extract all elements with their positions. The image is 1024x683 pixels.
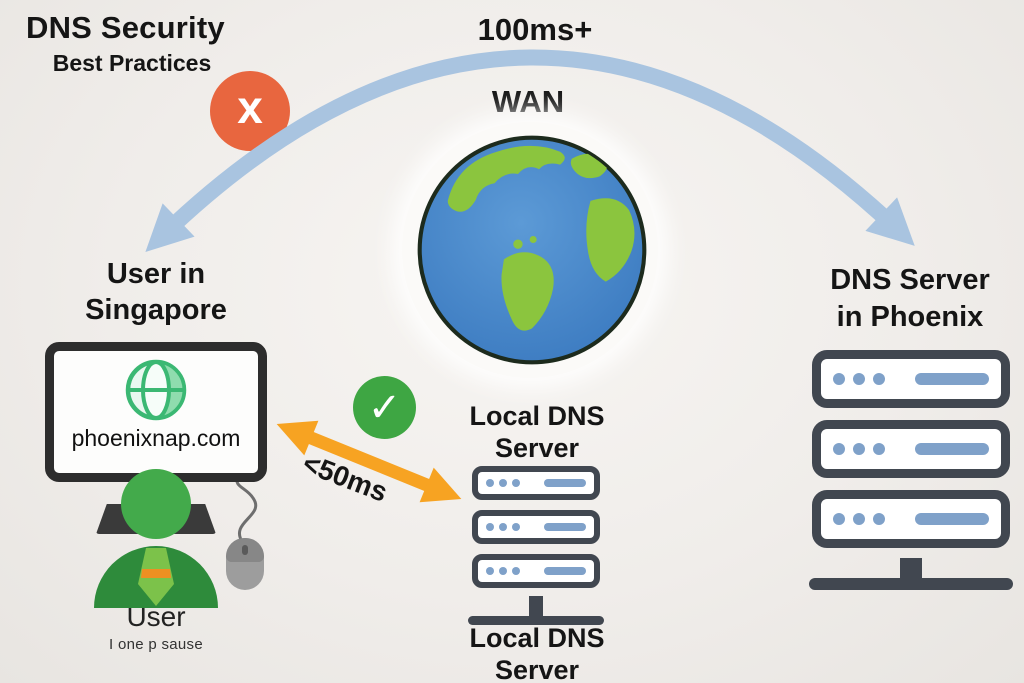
user-monitor: phoenixnap.com xyxy=(45,342,267,482)
mouse-wheel xyxy=(242,545,248,555)
local-latency-label: <50ms xyxy=(298,447,392,508)
server-led xyxy=(853,443,865,455)
server-led xyxy=(512,567,520,575)
blocked-x-badge-icon: x xyxy=(210,71,290,151)
server-unit xyxy=(812,420,1010,478)
local-dns-label-top: Local DNS Server xyxy=(451,400,623,464)
phoenix-dns-label: DNS Server in Phoenix xyxy=(806,262,1014,336)
user-location-line1: User in xyxy=(106,258,206,290)
local-dns-label-bottom: Local DNS Server xyxy=(447,622,627,683)
server-led xyxy=(512,523,520,531)
allowed-check-badge-icon: ✓ xyxy=(353,376,416,439)
server-slot xyxy=(544,567,586,575)
mouse-icon xyxy=(226,538,264,590)
server-led xyxy=(833,443,845,455)
page-title: DNS Security xyxy=(26,10,225,45)
wan-label: WAN xyxy=(491,84,565,119)
server-led xyxy=(499,567,507,575)
user-avatar xyxy=(94,469,218,608)
server-led xyxy=(486,479,494,487)
server-unit xyxy=(472,554,600,588)
server-unit xyxy=(812,350,1010,408)
server-led xyxy=(512,479,520,487)
server-slot xyxy=(915,373,989,385)
server-led xyxy=(499,479,507,487)
server-unit xyxy=(812,490,1010,548)
server-slot xyxy=(915,513,989,525)
server-stand-base xyxy=(468,616,604,625)
check-glyph: ✓ xyxy=(367,385,402,430)
phoenix-dns-line1: DNS Server xyxy=(830,264,990,296)
user-location-label: User in Singapore xyxy=(50,256,262,328)
server-slot xyxy=(544,479,586,487)
local-dns-server-stack-icon xyxy=(468,466,604,625)
server-led xyxy=(833,513,845,525)
server-unit xyxy=(472,510,600,544)
user-caption: I one p sause xyxy=(109,636,203,653)
wan-latency-label: 100ms+ xyxy=(477,12,593,47)
server-slot xyxy=(544,523,586,531)
server-slot xyxy=(915,443,989,455)
server-unit xyxy=(472,466,600,500)
server-led xyxy=(853,373,865,385)
local-dns-top-line1: Local DNS xyxy=(469,401,605,431)
server-stand-post xyxy=(529,596,543,616)
page-subtitle: Best Practices xyxy=(52,50,212,76)
server-led xyxy=(853,513,865,525)
server-led xyxy=(486,567,494,575)
server-stand-base xyxy=(809,578,1013,590)
server-led xyxy=(873,373,885,385)
x-glyph: x xyxy=(237,81,263,133)
server-led xyxy=(873,513,885,525)
phoenix-dns-line2: in Phoenix xyxy=(836,301,984,333)
server-led xyxy=(499,523,507,531)
server-led xyxy=(833,373,845,385)
local-dns-bottom-line2: Server xyxy=(494,655,580,683)
earth-globe-icon xyxy=(417,135,647,365)
server-stand-post xyxy=(900,558,922,578)
user-location-line2: Singapore xyxy=(85,294,227,326)
server-led xyxy=(486,523,494,531)
browser-globe-icon xyxy=(125,359,187,421)
local-dns-bottom-line1: Local DNS xyxy=(469,623,605,653)
server-led xyxy=(873,443,885,455)
monitor-url-text: phoenixnap.com xyxy=(71,425,241,451)
local-dns-top-line2: Server xyxy=(494,433,580,463)
phoenix-dns-server-stack-icon xyxy=(809,350,1013,590)
